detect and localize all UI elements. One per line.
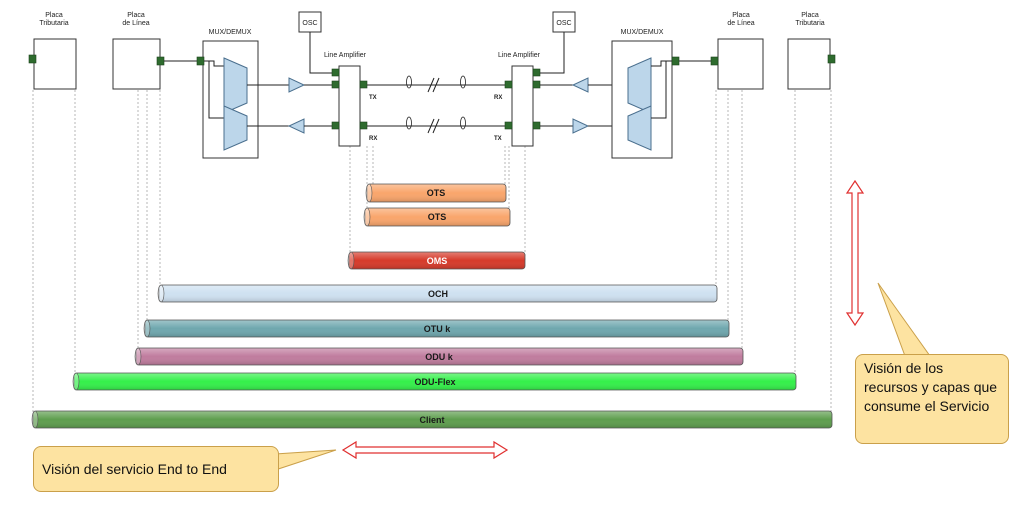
left-rx-amplifier-icon	[287, 118, 305, 134]
horizontal-double-arrow-icon	[341, 440, 509, 460]
callout-resources: Visión de los recursos y capas que consu…	[855, 354, 1009, 444]
callout-resources-text: Visión de los recursos y capas que consu…	[864, 360, 998, 414]
right-mux-shape	[627, 105, 652, 151]
right-rx-label: RX	[494, 95, 502, 101]
pipe-label-odu-k: ODU k	[425, 352, 454, 362]
callout-resources-pointer	[877, 282, 931, 357]
fiber-span	[367, 75, 505, 134]
layer-pipes: OTS OTS OMS OCH OTU k	[31, 183, 833, 429]
right-rx-amplifier-icon	[571, 77, 589, 93]
left-mux-label: MUX/DEMUX	[209, 29, 252, 36]
pipe-ots-1: OTS	[365, 183, 507, 203]
left-demux-shape	[223, 105, 248, 151]
pipe-label-client: Client	[419, 415, 444, 425]
right-demux-shape	[627, 57, 652, 114]
left-mux-shape	[223, 57, 248, 114]
left-tx-label: TX	[369, 95, 377, 101]
pipe-label-otu-k: OTU k	[424, 324, 451, 334]
right-osc-label: OSC	[556, 20, 571, 27]
pipe-client: Client	[31, 410, 833, 429]
vertical-double-arrow-icon	[845, 179, 865, 327]
left-line-card-port	[156, 56, 165, 66]
left-mux-demux: MUX/DEMUX	[196, 29, 259, 159]
right-tributary-port	[827, 54, 836, 64]
left-osc-label: OSC	[302, 20, 317, 27]
callout-end-to-end: Visión del servicio End to End	[33, 446, 279, 492]
pipe-label-ots-1: OTS	[427, 188, 446, 198]
right-osc: OSC	[540, 11, 576, 74]
left-amplifier-label: Line Amplifier	[324, 52, 367, 59]
guide-lines	[32, 90, 832, 420]
right-amplifier-label: Line Amplifier	[498, 52, 541, 59]
pipe-label-oms: OMS	[427, 256, 448, 266]
pipe-label-ots-2: OTS	[428, 212, 447, 222]
pipe-otu-k: OTU k	[143, 319, 730, 338]
right-line-card-port	[710, 56, 719, 66]
right-mux-demux: MUX/DEMUX	[611, 29, 680, 159]
left-tx-amplifier-icon	[288, 77, 306, 93]
left-osc: OSC	[298, 11, 332, 74]
pipe-och: OCH	[157, 284, 718, 303]
pipe-odu-flex: ODU-Flex	[72, 372, 797, 391]
left-line-amplifier: Line Amplifier TX RX	[324, 52, 377, 147]
pipe-label-odu-flex: ODU-Flex	[414, 377, 455, 387]
pipe-oms: OMS	[347, 251, 526, 270]
right-tx-amplifier-icon	[572, 118, 590, 134]
pipe-ots-2: OTS	[363, 207, 511, 227]
callout-end-to-end-text: Visión del servicio End to End	[42, 461, 227, 477]
right-line-amplifier: Line Amplifier RX TX	[494, 52, 541, 147]
right-mux-label: MUX/DEMUX	[621, 29, 664, 36]
left-rx-label: RX	[369, 136, 377, 142]
left-tributary-port	[28, 54, 37, 64]
right-tx-label: TX	[494, 136, 502, 142]
pipe-odu-k: ODU k	[134, 347, 744, 366]
pipe-label-och: OCH	[428, 289, 448, 299]
